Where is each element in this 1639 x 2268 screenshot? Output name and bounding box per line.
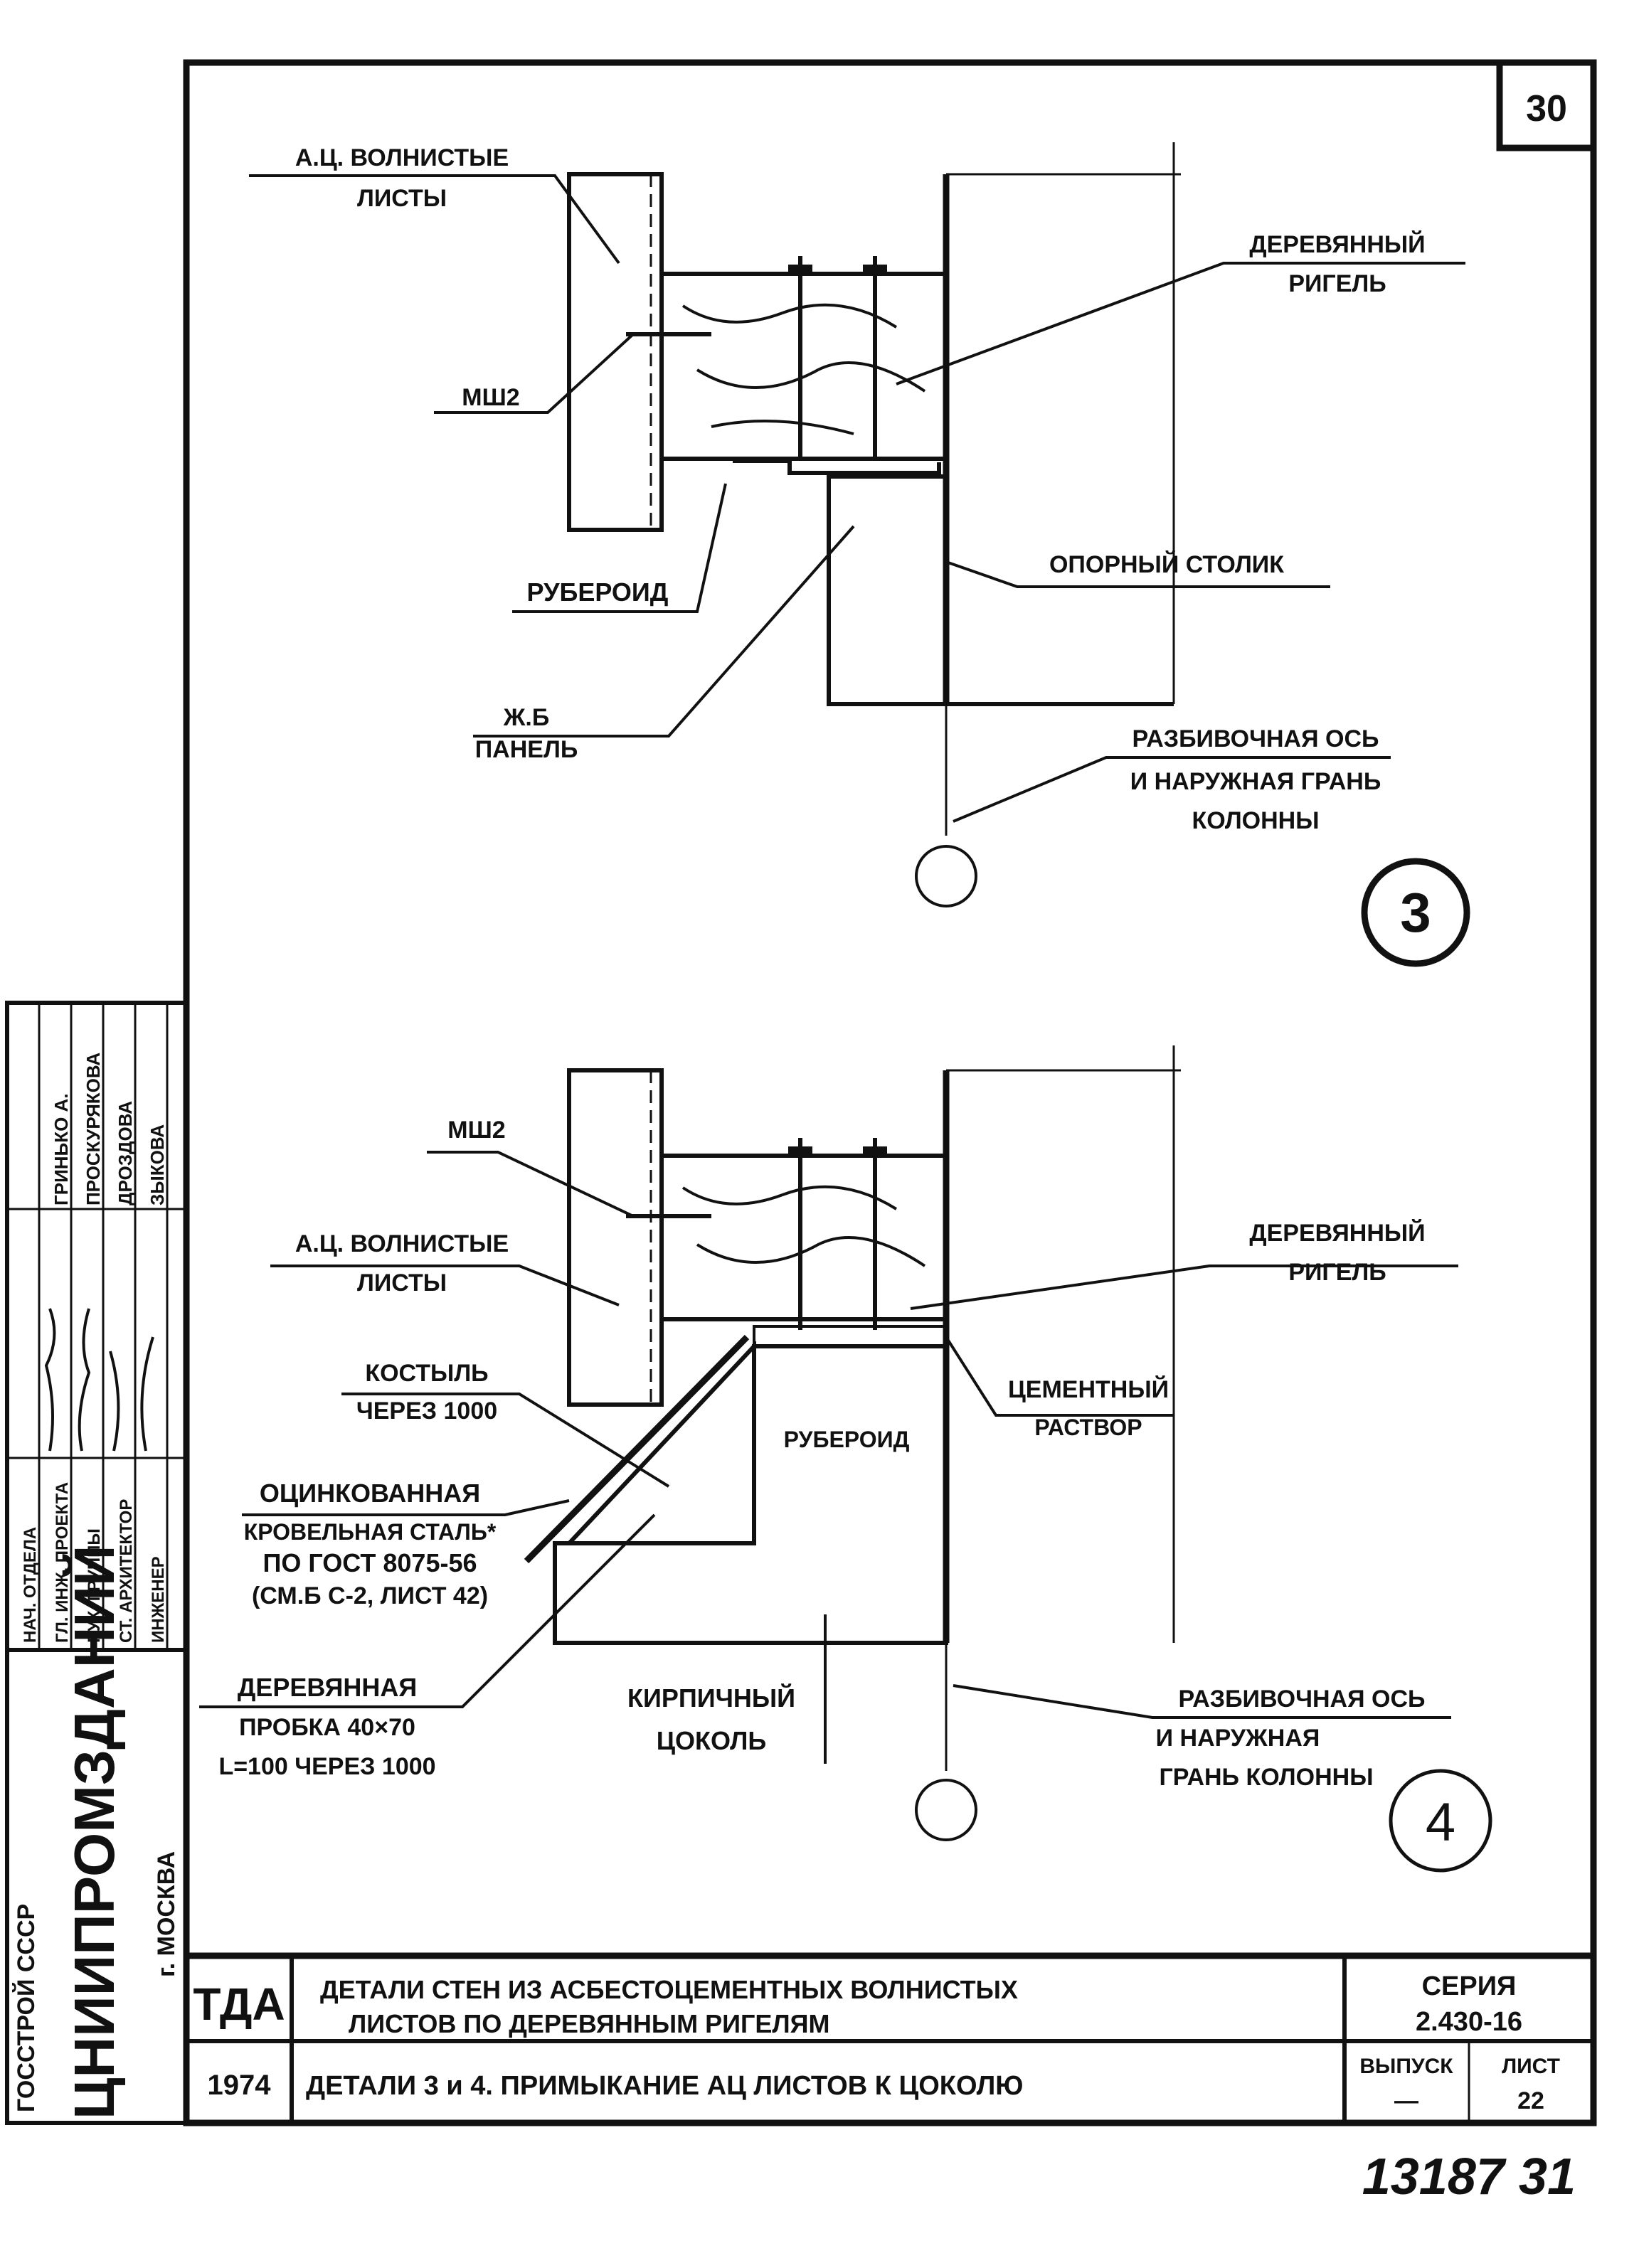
stamp-name-4: ЗЫКОВА [147, 1124, 168, 1205]
side-stamp [5, 1001, 189, 2125]
sheet-label: ЛИСТ [1502, 2055, 1560, 2078]
label-plinth-4a: КИРПИЧНЫЙ [627, 1683, 795, 1713]
label-cement-4b: РАСТВОР [1034, 1415, 1142, 1440]
stamp-name-3: ДРОЗДОВА [115, 1101, 136, 1205]
label-ac-sheets-3a: А.Ц. ВОЛНИСТЫЕ [295, 144, 509, 171]
label-msh2-4: МШ2 [447, 1117, 505, 1144]
label-axis-3b: И НАРУЖНАЯ ГРАНЬ [1130, 768, 1381, 795]
title-logo: ТДА [193, 1979, 285, 2030]
label-axis-4c: ГРАНЬ КОЛОННЫ [1159, 1764, 1373, 1791]
stamp-name-2: ПРОСКУРЯКОВА [83, 1053, 104, 1205]
wooden-beam-4 [659, 1154, 948, 1321]
label-msh2-3: МШ2 [462, 384, 519, 411]
series-label: СЕРИЯ [1422, 1971, 1517, 2001]
label-steel-4c: ПО ГОСТ 8075-56 [262, 1548, 477, 1577]
label-axis-4a: РАЗБИВОЧНАЯ ОСЬ [1179, 1686, 1426, 1713]
stamp-role-2: ГЛ. ИНЖ. ПРОЕКТА [53, 1482, 72, 1643]
label-panel-3b: ПАНЕЛЬ [475, 736, 578, 763]
wooden-beam-3 [659, 272, 948, 461]
label-steel-4d: (СМ.Б С-2, ЛИСТ 42) [252, 1582, 488, 1609]
detail-marker-3 [1361, 858, 1470, 967]
label-axis-3c: КОЛОННЫ [1192, 807, 1319, 834]
label-steel-4a: ОЦИНКОВАННАЯ [260, 1479, 480, 1508]
axis-bubble-3 [915, 845, 977, 907]
series-value: 2.430-16 [1416, 2007, 1522, 2037]
title-subtitle: ДЕТАЛИ 3 и 4. ПРИМЫКАНИЕ АЦ ЛИСТОВ К ЦОК… [306, 2071, 1023, 2101]
label-beam-4b: РИГЕЛЬ [1288, 1259, 1386, 1286]
cement-mortar-4 [753, 1325, 948, 1348]
label-crutch-4a: КОСТЫЛЬ [365, 1360, 488, 1387]
label-crutch-4b: ЧЕРЕЗ 1000 [356, 1397, 497, 1425]
title-line-2: ЛИСТОВ ПО ДЕРЕВЯННЫМ РИГЕЛЯМ [349, 2009, 830, 2038]
steel-flashing-4 [524, 1334, 750, 1564]
label-plug-4b: ПРОБКА 40×70 [239, 1714, 415, 1741]
sheet-value: 22 [1517, 2087, 1544, 2114]
rc-panel-3 [827, 474, 948, 706]
stamp-org-2: ЦНИИПРОМЗДАНИЙ [62, 1545, 126, 2119]
label-steel-4b: КРОВЕЛЬНАЯ СТАЛЬ* [244, 1519, 497, 1545]
issue-label: ВЫПУСК [1359, 2055, 1453, 2078]
stamp-org-3: г. МОСКВА [153, 1851, 180, 1977]
label-ac-sheets-4b: ЛИСТЫ [357, 1269, 447, 1297]
label-ruberoid-3: РУБЕРОИД [527, 577, 669, 607]
label-plug-4c: L=100 ЧЕРЕЗ 1000 [218, 1753, 435, 1780]
label-cement-4a: ЦЕМЕНТНЫЙ [1008, 1375, 1169, 1403]
label-ac-sheets-4a: А.Ц. ВОЛНИСТЫЕ [295, 1230, 509, 1257]
label-beam-3a: ДЕРЕВЯННЫЙ [1249, 230, 1425, 258]
detail-4: 4 [199, 1045, 1492, 1873]
label-panel-3a: Ж.Б [503, 704, 550, 731]
stamp-name-1: ГРИНЬКО А. [51, 1093, 72, 1205]
label-beam-3b: РИГЕЛЬ [1288, 270, 1386, 297]
label-beam-4a: ДЕРЕВЯННЫЙ [1249, 1219, 1425, 1247]
label-plug-4a: ДЕРЕВЯННАЯ [238, 1673, 418, 1702]
label-ac-sheets-3b: ЛИСТЫ [357, 185, 447, 212]
detail-3: 3 [249, 142, 1470, 967]
inventory-number: 13187 31 [1362, 2149, 1576, 2205]
stamp-role-3: РУК. ГРУППЫ [85, 1528, 104, 1643]
issue-value: — [1394, 2087, 1418, 2114]
sheet-number-box [1496, 59, 1597, 151]
signatures [44, 1308, 154, 1452]
stamp-role-4: СТ. АРХИТЕКТОР [117, 1499, 136, 1643]
title-year: 1974 [208, 2070, 272, 2101]
title-line-1: ДЕТАЛИ СТЕН ИЗ АСБЕСТОЦЕМЕНТНЫХ ВОЛНИСТЫ… [320, 1975, 1018, 2004]
sheet-number: 30 [1526, 88, 1567, 129]
detail-marker-4-text: 4 [1426, 1792, 1455, 1853]
label-ruberoid-4: РУБЕРОИД [784, 1427, 910, 1452]
stamp-role-5: ИНЖЕНЕР [149, 1556, 168, 1643]
stamp-role-1: НАЧ. ОТДЕЛА [21, 1527, 40, 1643]
detail-marker-4 [1389, 1769, 1492, 1873]
ac-sheet-4 [567, 1068, 664, 1407]
sloped-infill-4 [564, 1341, 756, 1545]
label-axis-4b: И НАРУЖНАЯ [1156, 1725, 1320, 1752]
title-block [186, 1952, 1593, 2123]
label-plinth-4b: ЦОКОЛЬ [657, 1726, 767, 1755]
label-axis-3a: РАЗБИВОЧНАЯ ОСЬ [1133, 725, 1379, 752]
detail-marker-3-text: 3 [1400, 881, 1431, 944]
axis-bubble-4 [915, 1779, 977, 1841]
label-support-3: ОПОРНЫЙ СТОЛИК [1049, 550, 1284, 578]
stamp-org-1: ГОССТРОЙ СССР [12, 1904, 40, 2112]
